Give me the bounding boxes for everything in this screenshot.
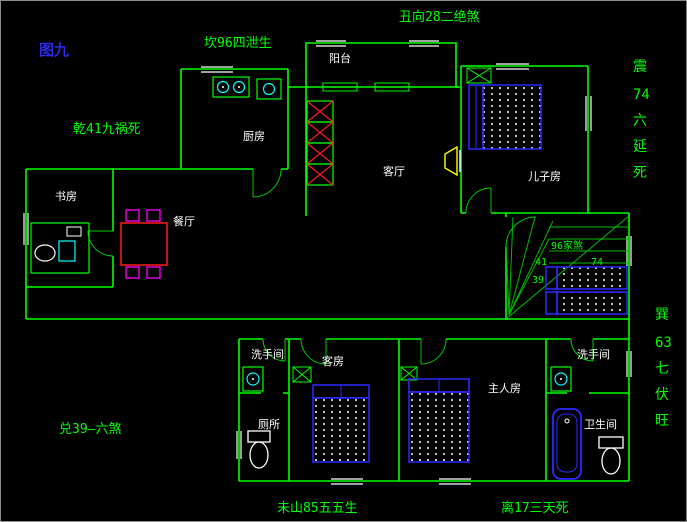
kitchen-walls: [180, 68, 289, 170]
fengshui-label-top: 丑向28二绝煞: [399, 9, 480, 25]
window: [409, 40, 439, 47]
window: [236, 431, 242, 459]
window-marks: [23, 40, 632, 485]
zhen-char: 震: [633, 59, 647, 75]
study-walls: [26, 169, 114, 288]
wardrobe-guest: [292, 366, 312, 383]
fengshui-label-qian: 乾41九祸死: [73, 122, 141, 137]
fengshui-label-li: 离17三天死: [501, 500, 569, 516]
room-label-balcony: 阳台: [329, 51, 351, 65]
stairs-steps: [549, 226, 629, 264]
desk-chair: [34, 244, 56, 262]
room-label-kitchen: 厨房: [243, 130, 265, 143]
room-label-son-room: 儿子房: [528, 170, 561, 183]
wardrobe-son: [466, 67, 492, 84]
stairs-door: [505, 216, 537, 248]
fengshui-column-zhen: 震 74 六 延 死: [633, 59, 650, 181]
room-label-toilet: 厕所: [258, 418, 280, 431]
stairs-label: 96家煞: [551, 239, 583, 252]
xun-char: 旺: [655, 413, 669, 429]
beds: [312, 84, 628, 463]
xun-char: 63: [655, 335, 672, 351]
window: [201, 66, 233, 73]
window: [626, 351, 632, 377]
stairs-number: 74: [591, 257, 603, 268]
toilet-fixture: [247, 430, 271, 469]
stairs-fan: [505, 216, 554, 316]
stairs-blue-bar-2: [545, 291, 628, 315]
fengshui-label-dui: 兑39—六煞: [59, 422, 121, 437]
room-label-dining-room: 餐厅: [173, 214, 195, 228]
master-room-door: [420, 338, 447, 365]
chair: [146, 209, 161, 222]
xun-char: 伏: [655, 387, 669, 403]
zhen-char: 74: [633, 87, 650, 103]
toilet-fixture-2: [598, 436, 624, 475]
furniture: [30, 67, 624, 480]
window: [496, 63, 529, 70]
stairs-walls: [505, 212, 630, 319]
window: [585, 96, 592, 131]
bed-guest-room: [312, 384, 370, 463]
figure-number-label: 图九: [39, 41, 69, 59]
stairs-number: 39: [532, 275, 544, 286]
window: [331, 478, 363, 485]
guest-room-door: [300, 338, 327, 365]
tv: [444, 145, 461, 177]
bed-son-room: [468, 84, 542, 150]
room-label-master-room: 主人房: [488, 382, 521, 395]
stairs-blue-bar-1: [545, 266, 628, 290]
window: [316, 40, 346, 47]
sliding-door-panel: [322, 82, 358, 92]
computer-monitor: [58, 240, 76, 262]
son-room-door: [465, 187, 492, 214]
stairs-annotations: 96家煞 41 74 39: [532, 239, 603, 286]
fengshui-label-wei: 未山85五五生: [277, 501, 358, 516]
fengshui-label-kan: 坎96四泄生: [204, 36, 272, 51]
xun-char: 七: [655, 361, 669, 377]
balcony-outline: [305, 42, 457, 88]
door-arcs: [87, 168, 594, 365]
zhen-char: 六: [633, 113, 647, 129]
dining-table: [120, 209, 168, 279]
washroom-right-door: [570, 338, 594, 362]
bottom-rooms-vertical-walls: [238, 319, 630, 481]
keyboard: [66, 226, 82, 237]
sliding-door-panel: [374, 82, 410, 92]
study-desk: [30, 222, 90, 274]
room-label-washroom-left: 洗手间: [251, 347, 284, 361]
labels: 图九 丑向28二绝煞 坎96四泄生 乾41九祸死 兑39—六煞 未山85五五生 …: [39, 9, 672, 516]
chair: [125, 266, 140, 279]
washbasin-left: [242, 366, 264, 392]
chair: [125, 209, 140, 222]
son-room-walls: [456, 65, 589, 214]
chair: [146, 266, 161, 279]
exterior-left-walls: [25, 168, 181, 319]
zhen-char: 延: [633, 139, 647, 155]
washroom-left-door: [262, 338, 286, 362]
living-left-wall: [288, 86, 307, 216]
stairs-number: 41: [535, 257, 547, 268]
zhen-char: 死: [633, 165, 647, 181]
washbasin-right: [550, 366, 572, 392]
stove: [212, 76, 250, 98]
kitchen-door: [252, 168, 282, 198]
fengshui-column-xun: 巽 63 七 伏 旺: [655, 307, 672, 429]
kitchen-sink: [256, 78, 282, 100]
room-label-living-room: 客厅: [383, 164, 405, 178]
room-label-washroom-right: 洗手间: [577, 347, 610, 361]
room-label-guest-room: 客房: [322, 354, 344, 368]
wardrobe-master: [400, 366, 418, 381]
room-label-study: 书房: [55, 190, 77, 203]
xun-char: 巽: [655, 307, 669, 323]
window: [23, 213, 29, 245]
wall-lines: [25, 42, 630, 482]
bed-master-room: [408, 378, 470, 463]
sofa: [306, 100, 334, 186]
window: [439, 478, 471, 485]
study-door: [87, 230, 114, 257]
bathtub: [552, 408, 582, 480]
room-label-bathroom: 卫生间: [584, 417, 617, 431]
